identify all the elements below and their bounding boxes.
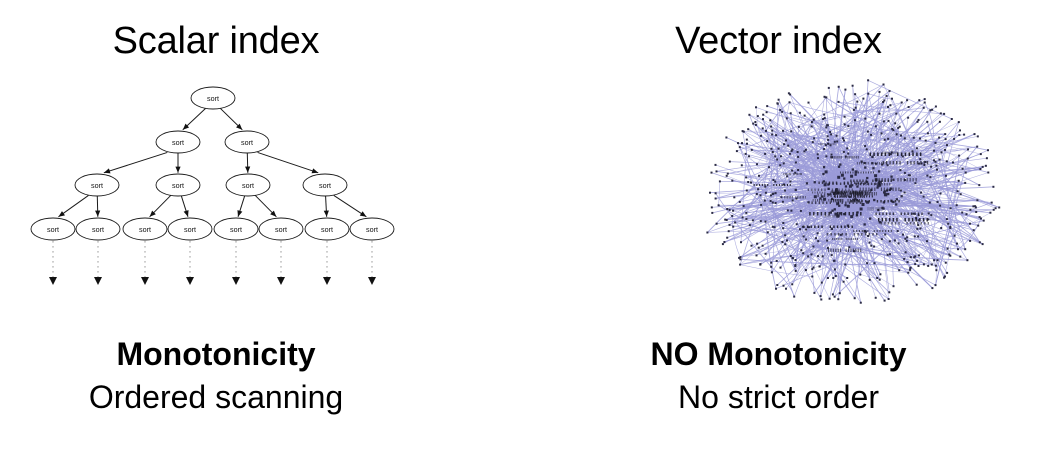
svg-text:sort: sort xyxy=(184,225,196,234)
tree-dotted-arrows xyxy=(49,241,376,285)
svg-text:llllll lllllll: llllll lllllll xyxy=(880,222,932,226)
tree-node-sort: sort xyxy=(74,173,120,197)
tree-node-sort: sort xyxy=(30,217,76,241)
svg-text:llllll lllllll: llllll lllllll xyxy=(808,212,863,217)
svg-text:sort: sort xyxy=(321,225,333,234)
svg-text:llllll lllllll: llllll lllllll xyxy=(831,237,859,241)
tree-node-sort: sort xyxy=(75,217,121,241)
svg-text:sort: sort xyxy=(366,225,378,234)
svg-text:sort: sort xyxy=(172,181,184,190)
scalar-index-tree-figure: sort sort sort sort sort sort sort sort sort sort… xyxy=(0,78,528,310)
svg-text:llllll lllllll: llllll lllllll xyxy=(875,177,918,182)
tree-node-sort: sort xyxy=(122,217,168,241)
svg-text:llllll lllllll: llllll lllllll xyxy=(783,172,803,176)
tree-node-sort: sort xyxy=(349,217,395,241)
svg-text:sort: sort xyxy=(241,138,253,147)
svg-text:llllll lllllll: llllll lllllll xyxy=(840,190,856,194)
svg-text:llllll lllllll: llllll lllllll xyxy=(834,191,865,195)
svg-text:llllll lllllll: llllll lllllll xyxy=(807,187,855,192)
svg-text:llllll lllllll: llllll lllllll xyxy=(802,224,855,229)
scalar-index-caption: Monotonicity Ordered scanning xyxy=(0,334,480,418)
svg-text:llllll lllllll: llllll lllllll xyxy=(826,192,872,196)
svg-text:sort: sort xyxy=(275,225,287,234)
tree-node-sort: sort xyxy=(167,217,213,241)
tree-nodes: sort sort sort sort sort sort sort sort sort sort… xyxy=(30,86,395,241)
svg-text:llllll lllllll: llllll lllllll xyxy=(827,248,862,253)
svg-text:llllll lllllll: llllll lllllll xyxy=(824,213,840,218)
svg-text:sort: sort xyxy=(230,225,242,234)
svg-text:llllll lllllll: llllll lllllll xyxy=(855,183,892,187)
svg-text:llllll lllllll: llllll lllllll xyxy=(812,199,844,203)
svg-text:sort: sort xyxy=(91,181,103,190)
svg-text:llllll lllllll: llllll lllllll xyxy=(834,194,865,199)
tree-node-sort: sort xyxy=(302,173,348,197)
tree-node-sort: sort xyxy=(213,217,259,241)
svg-text:llllll lllllll: llllll lllllll xyxy=(830,155,860,160)
tree-diagram-svg: sort sort sort sort sort sort sort sort sort sort… xyxy=(30,86,395,285)
svg-text:llllll lllllll: llllll lllllll xyxy=(874,212,925,216)
svg-text:llllll lllllll: llllll lllllll xyxy=(839,171,876,175)
tree-node-sort: sort xyxy=(224,130,270,154)
svg-text:llllll lllllll: llllll lllllll xyxy=(817,193,863,198)
svg-text:llllll lllllll: llllll lllllll xyxy=(811,190,847,194)
svg-text:llllll lllllll: llllll lllllll xyxy=(882,151,899,155)
svg-text:llllll lllllll: llllll lllllll xyxy=(827,182,881,186)
svg-text:sort: sort xyxy=(92,225,104,234)
svg-text:llllll lllllll: llllll lllllll xyxy=(836,191,863,195)
svg-text:llllll lllllll: llllll lllllll xyxy=(831,190,873,194)
svg-text:llllll lllllll: llllll lllllll xyxy=(818,142,837,146)
svg-text:llllll lllllll: llllll lllllll xyxy=(810,200,863,205)
svg-text:llllll lllllll: llllll lllllll xyxy=(826,233,880,237)
scalar-caption-sub: Ordered scanning xyxy=(88,379,344,415)
svg-text:llllll lllllll: llllll lllllll xyxy=(753,183,793,187)
svg-text:llllll lllllll: llllll lllllll xyxy=(856,162,887,166)
svg-text:llllll lllllll: llllll lllllll xyxy=(877,218,929,223)
svg-text:llllll lllllll: llllll lllllll xyxy=(853,192,878,197)
svg-text:sort: sort xyxy=(207,94,219,103)
svg-text:llllll lllllll: llllll lllllll xyxy=(784,195,807,199)
scalar-caption-strong: Monotonicity xyxy=(116,336,316,372)
tree-edges xyxy=(58,108,367,218)
svg-text:llllll lllllll: llllll lllllll xyxy=(817,181,868,185)
svg-text:llllll lllllll: llllll lllllll xyxy=(846,189,872,193)
tree-node-sort: sort xyxy=(155,130,201,154)
svg-text:llllll lllllll: llllll lllllll xyxy=(833,195,875,199)
svg-text:llllll lllllll: llllll lllllll xyxy=(859,187,901,192)
svg-text:llllll lllllll: llllll lllllll xyxy=(830,190,867,194)
svg-text:llllll lllllll: llllll lllllll xyxy=(830,199,863,204)
scalar-index-title: Scalar index xyxy=(112,20,320,62)
tree-node-sort: sort xyxy=(225,173,271,197)
svg-text:llllll lllllll: llllll lllllll xyxy=(850,200,902,204)
svg-text:sort: sort xyxy=(172,138,184,147)
graph-nodes xyxy=(706,79,1001,304)
svg-text:llllll lllllll: llllll lllllll xyxy=(868,152,923,157)
svg-text:llllll lllllll: llllll lllllll xyxy=(852,229,894,233)
tree-node-sort: sort xyxy=(155,173,201,197)
svg-text:llllll lllllll: llllll lllllll xyxy=(841,192,868,197)
vector-index-caption: NO Monotonicity No strict order xyxy=(514,334,1043,418)
vector-caption-strong: NO Monotonicity xyxy=(650,336,907,372)
svg-text:sort: sort xyxy=(242,181,254,190)
vector-caption-sub: No strict order xyxy=(678,379,879,415)
svg-text:llllll lllllll: llllll lllllll xyxy=(882,160,930,165)
svg-text:llllll lllllll: llllll lllllll xyxy=(849,179,893,183)
svg-text:sort: sort xyxy=(47,225,59,234)
svg-text:llllll lllllll: llllll lllllll xyxy=(867,207,883,212)
vector-index-title: Vector index xyxy=(675,20,882,62)
tree-node-sort: sort xyxy=(304,217,350,241)
tree-node-sort: sort xyxy=(258,217,304,241)
svg-text:sort: sort xyxy=(139,225,151,234)
svg-text:sort: sort xyxy=(319,181,331,190)
tree-node-sort: sort xyxy=(190,86,236,110)
svg-text:llllll lllllll: llllll lllllll xyxy=(833,192,868,196)
